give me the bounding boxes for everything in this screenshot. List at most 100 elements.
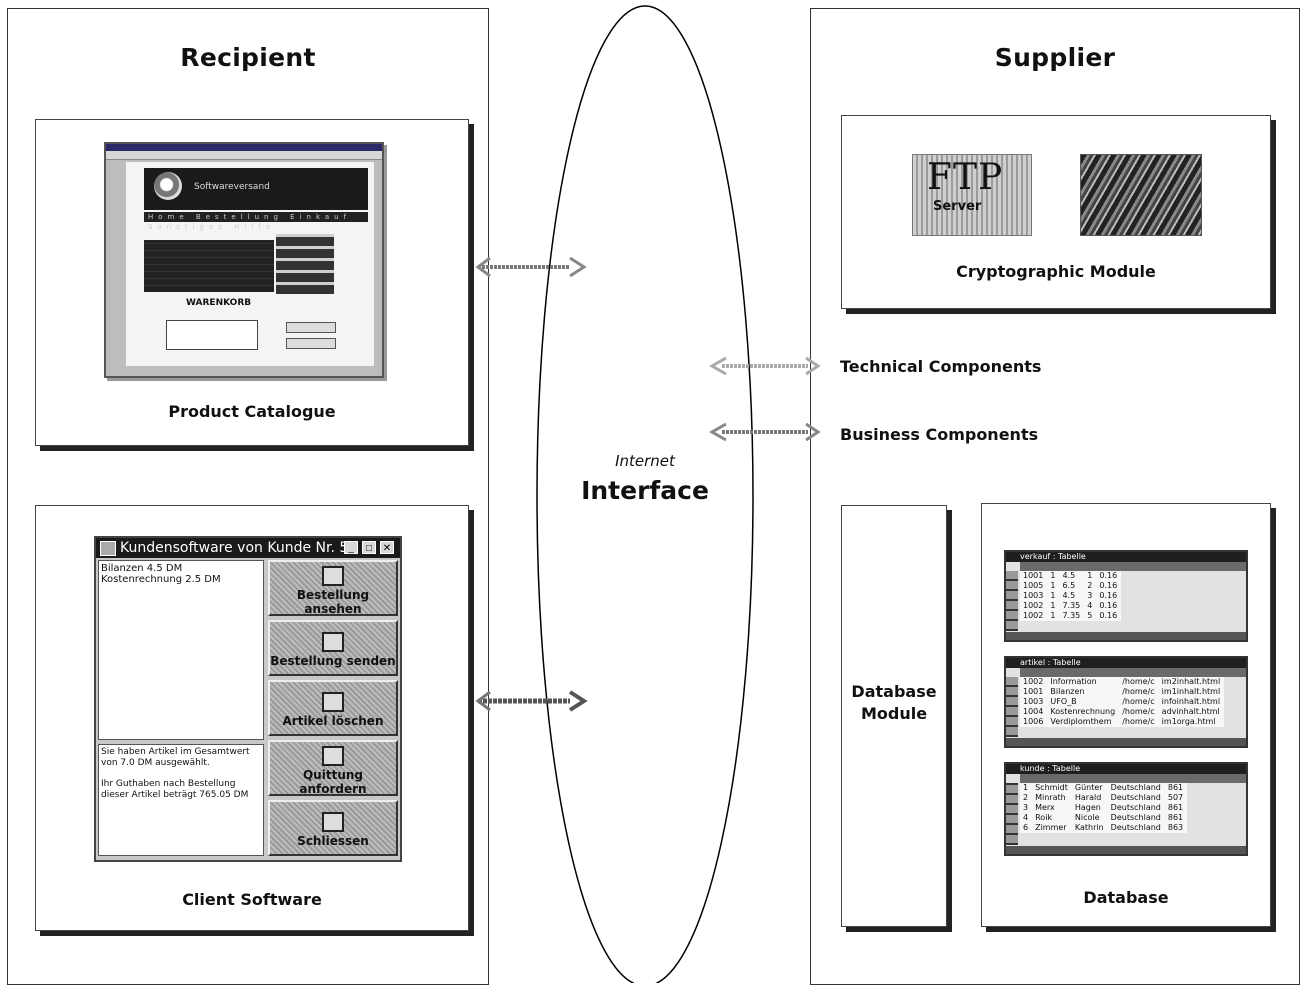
ftp-server-label: Server (933, 199, 982, 214)
balance-text: Ihr Guthaben nach Bestellung dieser Arti… (101, 779, 249, 800)
table-cell: 1001 (1020, 687, 1048, 697)
db-table-header (1020, 562, 1246, 571)
internet-interface-label: Internet Interface (540, 452, 750, 512)
table-cell: 4.5 (1059, 591, 1085, 601)
db-table-footer (1006, 846, 1246, 854)
globe-logo-icon (154, 172, 182, 200)
table-cell: 7.35 (1059, 601, 1085, 611)
database-caption: Database (1083, 888, 1169, 907)
maximize-button[interactable]: □ (362, 541, 376, 554)
catalogue-cart (166, 320, 258, 350)
catalogue-screenshot: Softwareversand Home Bestellung Einkauf … (104, 142, 384, 378)
table-cell: 3 (1084, 591, 1097, 601)
table-cell: 1002 (1020, 611, 1048, 621)
view-order-button[interactable]: Bestellung ansehen (268, 560, 398, 616)
catalogue-banner-title: Softwareversand (194, 182, 270, 192)
table-cell: 0.16 (1096, 581, 1122, 591)
table-cell: 0.16 (1096, 611, 1122, 621)
table-cell: 7.35 (1059, 611, 1085, 621)
table-cell: 1002 (1020, 601, 1048, 611)
catalogue-cart-button-1 (286, 322, 336, 333)
client-window-title: Kundensoftware von Kunde Nr. 5 (120, 540, 349, 556)
close-app-button[interactable]: Schliessen (268, 800, 398, 856)
table-cell: /home/c (1119, 707, 1159, 717)
table-cell: Zimmer (1032, 823, 1072, 833)
delete-article-button[interactable]: Artikel löschen (268, 680, 398, 736)
technical-components-arrow (708, 356, 821, 376)
table-cell: Nicole (1071, 813, 1108, 823)
table-cell: Deutschland (1107, 813, 1165, 823)
table-cell: 1 (1020, 783, 1033, 793)
table-cell: 6.5 (1059, 581, 1085, 591)
catalogue-section-title: WARENKORB (186, 298, 252, 308)
table-cell: Hagen (1071, 803, 1108, 813)
table-cell: 1006 (1020, 717, 1048, 727)
list-item[interactable]: Bilanzen 4.5 DM (101, 563, 183, 574)
catalogue-nav: Home Bestellung Einkauf Sonstiges Hilfe (144, 212, 368, 231)
table-cell: /home/c (1119, 697, 1159, 707)
table-cell: Schmidt (1032, 783, 1072, 793)
row-selector (1006, 677, 1018, 737)
recipient-panel: Recipient Softwareversand Home Bestellun… (7, 8, 489, 985)
table-cell: im2inhalt.html (1158, 677, 1225, 687)
row-selector (1006, 783, 1018, 845)
catalogue-buttons (276, 234, 334, 294)
table-cell: 0.16 (1096, 571, 1122, 581)
table-cell: im1inhalt.html (1158, 687, 1225, 697)
table-cell: Kostenrechnung (1047, 707, 1120, 717)
client-software-box: Kundensoftware von Kunde Nr. 5 _ □ ✕ Bil… (35, 505, 469, 931)
list-item[interactable]: Kostenrechnung 2.5 DM (101, 574, 221, 585)
table-cell: 4 (1020, 813, 1033, 823)
table-cell: 6 (1020, 823, 1033, 833)
db-table-title: kunde : Tabelle (1006, 764, 1246, 774)
hardware-photo (1080, 154, 1202, 236)
catalogue-page: Softwareversand Home Bestellung Einkauf … (126, 162, 374, 366)
close-button[interactable]: ✕ (380, 541, 394, 554)
exit-icon (322, 812, 344, 832)
table-cell: Minrath (1032, 793, 1072, 803)
table-cell: 2 (1084, 581, 1097, 591)
table-cell: 861 (1164, 803, 1188, 813)
catalogue-banner: Softwareversand (144, 168, 368, 210)
table-cell: 861 (1164, 813, 1188, 823)
internet-interface-ellipse (536, 5, 754, 983)
table-cell: /home/c (1119, 717, 1159, 727)
catalogue-product-table (144, 240, 274, 292)
table-cell: Roik (1032, 813, 1072, 823)
row-selector (1006, 571, 1018, 631)
minimize-button[interactable]: _ (344, 541, 358, 554)
table-cell: 1001 (1020, 571, 1048, 581)
table-cell: 1004 (1020, 707, 1048, 717)
db-table-title: verkauf : Tabelle (1006, 552, 1246, 562)
catalogue-arrow (475, 256, 587, 278)
table-cell: /home/c (1119, 677, 1159, 687)
request-receipt-button[interactable]: Quittung anfordern (268, 740, 398, 796)
catalogue-cart-button-2 (286, 338, 336, 349)
table-cell: 1 (1047, 611, 1060, 621)
table-cell: im1orga.html (1158, 717, 1225, 727)
business-components-label: Business Components (840, 425, 1039, 444)
business-components-arrow (708, 422, 821, 442)
table-cell: Harald (1071, 793, 1108, 803)
supplier-title: Supplier (994, 43, 1116, 72)
send-order-button[interactable]: Bestellung senden (268, 620, 398, 676)
table-cell: 1 (1047, 581, 1060, 591)
